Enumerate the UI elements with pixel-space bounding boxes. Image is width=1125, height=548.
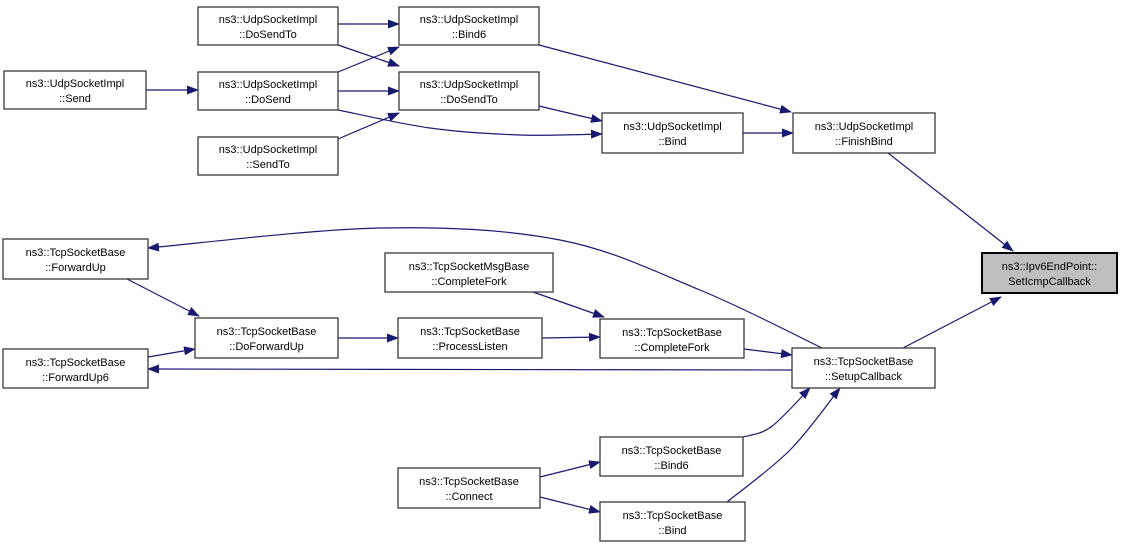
- node-tcp-connect[interactable]: ns3::TcpSocketBase::Connect: [397, 467, 541, 509]
- node-udp-dosendto-1[interactable]: ns3::UdpSocketImpl::DoSendTo: [197, 6, 339, 46]
- node-box-tcp-completefork: [599, 318, 745, 359]
- node-label-udp-send: ns3::UdpSocketImpl::Send: [26, 78, 124, 105]
- node-label-tcp-doforwardup: ns3::TcpSocketBase::DoForwardUp: [217, 326, 317, 353]
- edge-udp-dosendto-2-to-udp-bind: [538, 105, 603, 123]
- node-tcp-completefork[interactable]: ns3::TcpSocketBase::CompleteFork: [599, 318, 745, 359]
- node-tcpmsg-completefork[interactable]: ns3::TcpSocketMsgBase::CompleteFork: [384, 252, 554, 293]
- node-box-tcpmsg-completefork: [384, 252, 554, 293]
- nodes-layer: ns3::UdpSocketImpl::DoSendTons3::UdpSock…: [2, 6, 1118, 542]
- node-label-udp-dosendto-2: ns3::UdpSocketImpl::DoSendTo: [420, 79, 518, 106]
- node-box-tcp-forwardup6: [2, 348, 149, 389]
- edge-tcp-processlisten-to-tcp-completefork: [541, 332, 601, 342]
- node-label-ipv6endpoint-seticmpcallback: ns3::Ipv6EndPoint::SetIcmpCallback: [1002, 261, 1097, 288]
- node-label-tcp-bind6: ns3::TcpSocketBase::Bind6: [622, 445, 722, 472]
- edge-udp-bind6-to-udp-finishbind: [538, 44, 792, 114]
- edges-layer: [126, 19, 1014, 514]
- node-box-tcp-setupcallback: [791, 347, 936, 389]
- node-label-tcp-connect: ns3::TcpSocketBase::Connect: [419, 476, 519, 503]
- node-box-tcp-bind: [599, 501, 746, 542]
- node-box-udp-sendto: [197, 136, 339, 176]
- node-tcp-bind[interactable]: ns3::TcpSocketBase::Bind: [599, 501, 746, 542]
- node-box-udp-dosendto-1: [197, 6, 339, 46]
- node-udp-bind[interactable]: ns3::UdpSocketImpl::Bind: [601, 112, 744, 154]
- edge-tcp-forwardup6-to-tcp-doforwardup: [147, 346, 196, 358]
- edge-tcp-bind6-to-tcp-setupcallback: [742, 387, 811, 438]
- node-label-tcp-processlisten: ns3::TcpSocketBase::ProcessListen: [420, 326, 520, 353]
- node-label-udp-dosend: ns3::UdpSocketImpl::DoSend: [219, 79, 317, 106]
- node-udp-dosend[interactable]: ns3::UdpSocketImpl::DoSend: [197, 71, 339, 111]
- node-box-udp-finishbind: [792, 112, 936, 154]
- edge-udp-sendto-to-udp-dosendto-2: [337, 112, 400, 140]
- node-label-tcp-forwardup: ns3::TcpSocketBase::ForwardUp: [26, 247, 126, 274]
- node-ipv6endpoint-seticmpcallback[interactable]: ns3::Ipv6EndPoint::SetIcmpCallback: [981, 252, 1118, 294]
- node-box-udp-dosendto-2: [398, 71, 540, 111]
- edge-tcp-bind-to-tcp-setupcallback: [726, 387, 841, 503]
- edge-udp-finishbind-to-ipv6endpoint-seticmpcallback: [887, 152, 1014, 252]
- edge-tcp-setupcallback-to-tcp-forwardup: [147, 227, 823, 349]
- edge-udp-dosendto-1-to-udp-dosendto-2: [337, 44, 400, 67]
- edge-tcp-forwardup-to-tcp-doforwardup: [126, 278, 200, 317]
- node-box-tcp-bind6: [599, 436, 744, 477]
- node-box-tcp-processlisten: [397, 317, 543, 359]
- node-box-ipv6endpoint-seticmpcallback: [981, 252, 1118, 294]
- node-tcp-setupcallback[interactable]: ns3::TcpSocketBase::SetupCallback: [791, 347, 936, 389]
- node-box-udp-bind6: [398, 6, 540, 46]
- node-label-tcp-bind: ns3::TcpSocketBase::Bind: [623, 510, 723, 537]
- edge-tcp-completefork-to-tcp-setupcallback: [743, 348, 793, 359]
- node-label-udp-sendto: ns3::UdpSocketImpl::SendTo: [219, 144, 317, 171]
- edge-tcp-connect-to-tcp-bind: [539, 496, 601, 514]
- node-box-udp-dosend: [197, 71, 339, 111]
- node-udp-finishbind[interactable]: ns3::UdpSocketImpl::FinishBind: [792, 112, 936, 154]
- edge-udp-dosend-to-udp-bind: [337, 109, 603, 139]
- node-tcp-doforwardup[interactable]: ns3::TcpSocketBase::DoForwardUp: [194, 317, 339, 359]
- node-udp-send[interactable]: ns3::UdpSocketImpl::Send: [3, 70, 147, 110]
- node-box-udp-bind: [601, 112, 744, 154]
- node-box-tcp-connect: [397, 467, 541, 509]
- node-tcp-bind6[interactable]: ns3::TcpSocketBase::Bind6: [599, 436, 744, 477]
- edge-tcp-setupcallback-to-tcp-forwardup6: [147, 364, 793, 374]
- node-box-tcp-doforwardup: [194, 317, 339, 359]
- node-label-tcp-completefork: ns3::TcpSocketBase::CompleteFork: [622, 327, 722, 354]
- edge-tcpmsg-completefork-to-tcp-completefork: [532, 291, 605, 318]
- node-label-tcp-forwardup6: ns3::TcpSocketBase::ForwardUp6: [26, 357, 126, 384]
- node-label-tcpmsg-completefork: ns3::TcpSocketMsgBase::CompleteFork: [409, 261, 529, 288]
- node-label-udp-bind: ns3::UdpSocketImpl::Bind: [623, 121, 721, 148]
- node-udp-sendto[interactable]: ns3::UdpSocketImpl::SendTo: [197, 136, 339, 176]
- node-box-udp-send: [3, 70, 147, 110]
- node-tcp-processlisten[interactable]: ns3::TcpSocketBase::ProcessListen: [397, 317, 543, 359]
- node-box-tcp-forwardup: [2, 238, 149, 280]
- node-label-tcp-setupcallback: ns3::TcpSocketBase::SetupCallback: [814, 356, 914, 383]
- node-udp-bind6[interactable]: ns3::UdpSocketImpl::Bind6: [398, 6, 540, 46]
- edge-tcp-setupcallback-to-ipv6endpoint-seticmpcallback: [902, 296, 1002, 349]
- node-label-udp-bind6: ns3::UdpSocketImpl::Bind6: [420, 14, 518, 41]
- node-tcp-forwardup[interactable]: ns3::TcpSocketBase::ForwardUp: [2, 238, 149, 280]
- edge-tcp-connect-to-tcp-bind6: [539, 460, 601, 478]
- node-udp-dosendto-2[interactable]: ns3::UdpSocketImpl::DoSendTo: [398, 71, 540, 111]
- edge-udp-dosend-to-udp-bind6: [337, 46, 400, 73]
- node-tcp-forwardup6[interactable]: ns3::TcpSocketBase::ForwardUp6: [2, 348, 149, 389]
- node-label-udp-finishbind: ns3::UdpSocketImpl::FinishBind: [815, 121, 913, 148]
- node-label-udp-dosendto-1: ns3::UdpSocketImpl::DoSendTo: [219, 14, 317, 41]
